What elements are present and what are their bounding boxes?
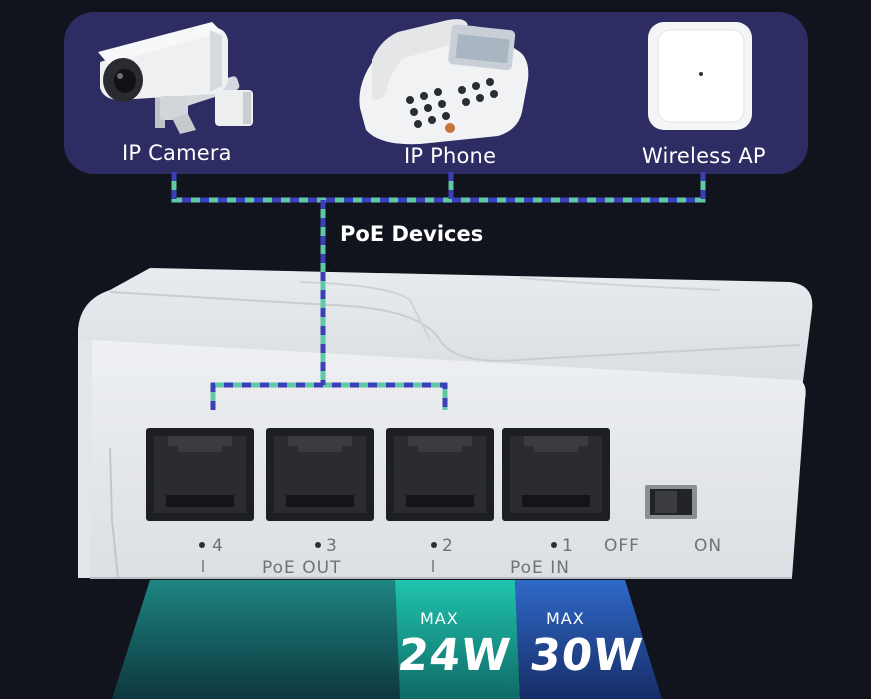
poe-in-label: PoE IN <box>510 558 570 578</box>
power-beam-in <box>515 580 662 699</box>
rj45-port-3 <box>266 428 374 521</box>
port-number-1: 1 <box>562 536 574 556</box>
port-number-4: 4 <box>212 536 224 556</box>
power-beam-out-bright <box>395 580 520 699</box>
poe-in-max-label: MAX <box>546 609 585 628</box>
wireless-ap-icon <box>648 22 752 130</box>
poe-in-watts: 30W <box>527 630 646 681</box>
device-label-wireless-ap: Wireless AP <box>642 144 766 168</box>
poe-out-max-label: MAX <box>420 609 459 628</box>
device-label-ip-camera: IP Camera <box>122 141 232 165</box>
power-toggle <box>645 485 697 519</box>
ip-phone-icon <box>359 19 529 145</box>
power-beam-out <box>112 580 400 699</box>
port-number-3: 3 <box>326 536 338 556</box>
poe-out-label: PoE OUT <box>262 558 342 578</box>
rj45-port-1 <box>502 428 610 521</box>
off-label: OFF <box>604 536 640 556</box>
poe-out-watts: 24W <box>395 630 514 681</box>
poe-devices-title: PoE Devices <box>340 222 484 246</box>
on-label: ON <box>694 536 723 556</box>
poe-cable-lines <box>171 172 706 410</box>
rj45-port-4 <box>146 428 254 521</box>
device-label-ip-phone: IP Phone <box>404 144 497 168</box>
rj45-port-2 <box>386 428 494 521</box>
ip-camera-icon <box>98 22 253 134</box>
port-number-2: 2 <box>442 536 454 556</box>
